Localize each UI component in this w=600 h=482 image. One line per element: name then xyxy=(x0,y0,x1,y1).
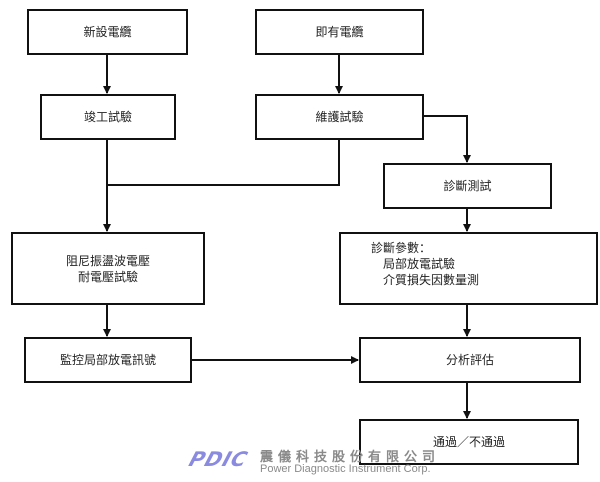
edge-maintenance-to-dac-join xyxy=(107,139,340,186)
node-label: 診斷測試 xyxy=(443,179,492,193)
node-label: 新設電纜 xyxy=(83,25,132,39)
logo-mark: PDIC xyxy=(186,447,252,471)
node-label: 竣工試驗 xyxy=(83,110,132,124)
node-maintenance-test: 維護試驗 xyxy=(255,94,424,140)
node-existing-cable: 即有電纜 xyxy=(255,9,424,55)
company-name-en: Power Diagnostic Instrument Corp. xyxy=(260,463,431,475)
node-new-cable: 新設電纜 xyxy=(27,9,188,55)
company-name-cn: 震儀科技股份有限公司 xyxy=(260,450,441,465)
params-title: 診斷參數： xyxy=(371,241,432,255)
node-dac-test: 阻尼振盪波電壓 耐電壓試驗 xyxy=(11,232,205,305)
node-diagnostic-test: 診斷測試 xyxy=(383,163,552,209)
node-label-line-2: 耐電壓試驗 xyxy=(77,269,138,284)
node-label: 維護試驗 xyxy=(315,110,364,124)
node-pass-fail: 通過／不通過 xyxy=(359,419,579,465)
node-label: 即有電纜 xyxy=(315,25,364,39)
edge-maintenance-to-diagnostic xyxy=(423,115,471,163)
params-item: 局部放電試驗 xyxy=(383,257,456,271)
node-label-line-1: 阻尼振盪波電壓 xyxy=(65,253,150,268)
node-label: 分析評估 xyxy=(445,353,494,367)
node-label: 監控局部放電訊號 xyxy=(59,353,156,367)
params-item: 介質損失因數量測 xyxy=(383,273,480,287)
node-completion-test: 竣工試驗 xyxy=(40,94,176,140)
node-pd-monitoring: 監控局部放電訊號 xyxy=(24,337,192,383)
node-diagnostic-params: 診斷參數： 局部放電試驗 介質損失因數量測 xyxy=(339,232,598,305)
node-label: 通過／不通過 xyxy=(432,435,505,449)
node-analysis: 分析評估 xyxy=(359,337,581,383)
